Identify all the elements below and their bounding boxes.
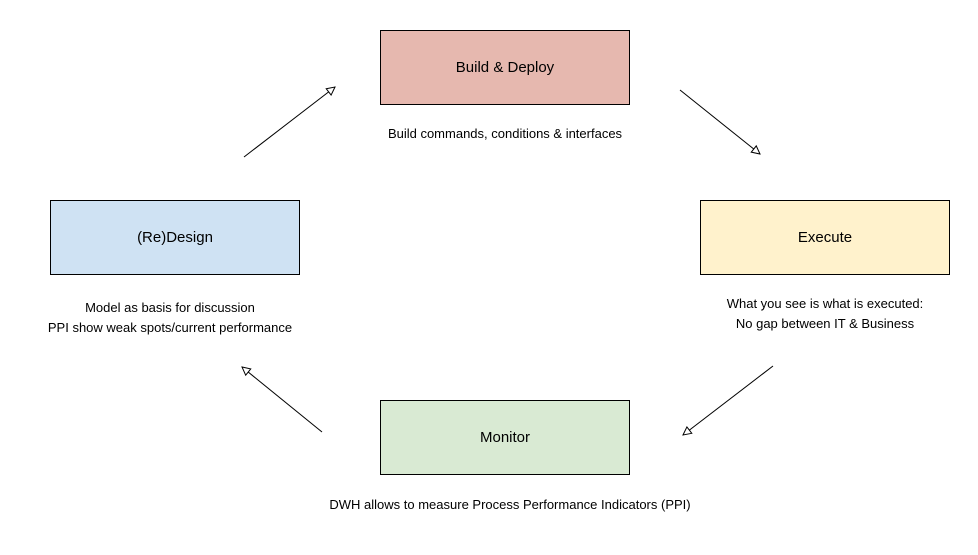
caption-execute-line-1: What you see is what is executed: [726,296,924,311]
caption-execute-line-2: No gap between IT & Business [735,316,915,331]
arrow-execute-to-monitor [683,365,774,435]
arrow-build-to-execute [679,89,760,154]
node-redesign-label: (Re)Design [137,229,213,246]
node-execute-label: Execute [797,229,853,246]
arrow-monitor-to-design [242,367,323,433]
node-execute: Execute [700,200,950,275]
node-redesign: (Re)Design [50,200,300,275]
node-monitor: Monitor [380,400,630,475]
node-build-deploy-label: Build & Deploy [455,59,555,76]
caption-build-deploy-line: Build commands, conditions & interfaces [387,126,623,141]
caption-execute: What you see is what is executed: No gap… [670,294,978,334]
arrow-design-to-build [243,87,335,158]
caption-redesign: Model as basis for discussion PPI show w… [10,298,330,338]
caption-build-deploy: Build commands, conditions & interfaces [320,124,690,144]
node-monitor-label: Monitor [479,429,531,446]
caption-monitor-line: DWH allows to measure Process Performanc… [329,497,691,512]
node-build-deploy: Build & Deploy [380,30,630,105]
caption-monitor: DWH allows to measure Process Performanc… [260,495,760,515]
caption-redesign-line-1: Model as basis for discussion [85,300,255,315]
caption-redesign-line-2: PPI show weak spots/current performance [47,320,293,335]
